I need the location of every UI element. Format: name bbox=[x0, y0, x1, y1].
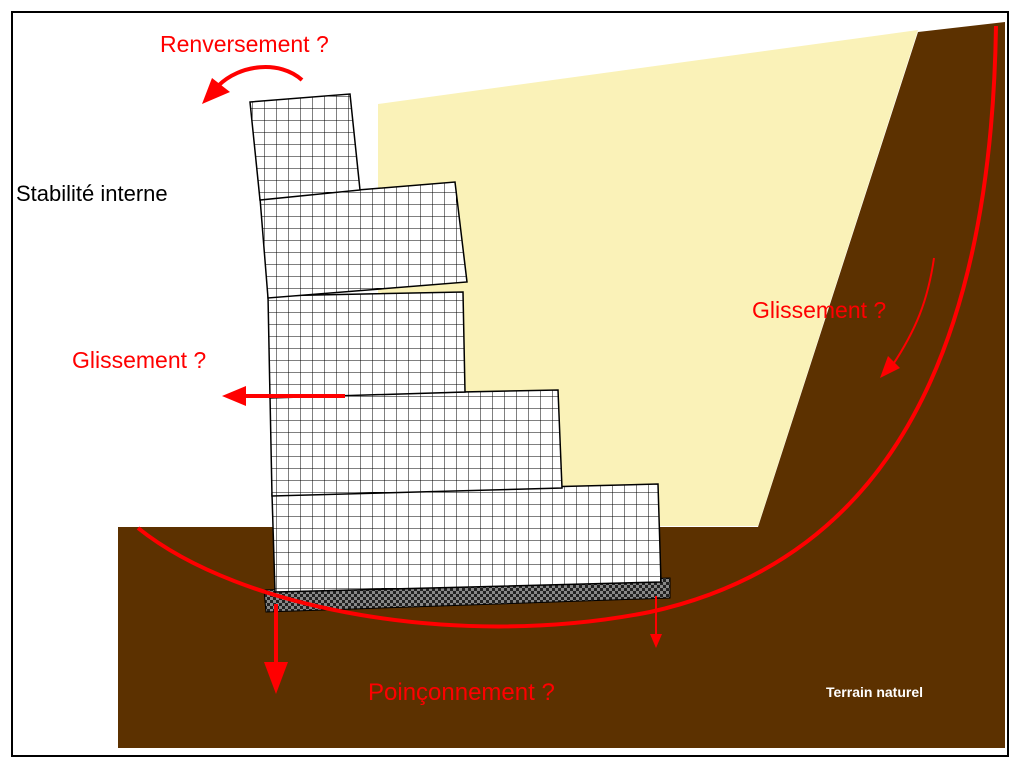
gabion-wall bbox=[249, 93, 662, 593]
label-internal-stability: Stabilité interne bbox=[16, 181, 168, 206]
label-sliding-left: Glissement ? bbox=[72, 347, 206, 373]
sliding-arrow-right-head bbox=[880, 356, 900, 378]
gabion-block-2 bbox=[269, 389, 563, 497]
label-sliding-right: Glissement ? bbox=[752, 297, 886, 323]
gabion-block-1 bbox=[271, 483, 662, 593]
sliding-arrow-left-head bbox=[222, 386, 246, 406]
label-overturning: Renversement ? bbox=[160, 31, 329, 57]
overturning-arrow-head bbox=[202, 78, 230, 104]
label-natural-ground: Terrain naturel bbox=[826, 684, 923, 700]
gabion-block-3 bbox=[267, 291, 466, 399]
punching-arrow-right-head bbox=[650, 634, 662, 648]
gabion-block-5 bbox=[249, 93, 361, 201]
punching-arrow-left-head bbox=[264, 662, 288, 694]
label-punching: Poinçonnement ? bbox=[368, 679, 555, 706]
overturning-arrow-arc bbox=[216, 65, 304, 88]
slip-circle-curve bbox=[136, 25, 998, 629]
gabion-block-4 bbox=[259, 181, 468, 299]
sliding-arc-right bbox=[891, 257, 935, 367]
